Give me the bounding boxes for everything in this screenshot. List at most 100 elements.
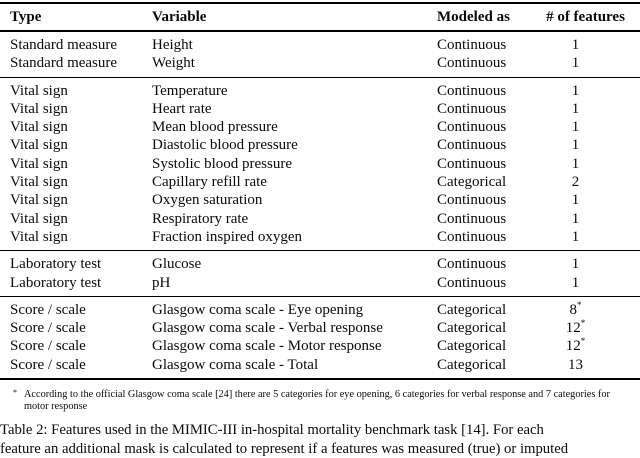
cell-modeled-as: Continuous (437, 155, 507, 172)
section-standard-measure: Standard measure Height Continuous 1 Sta… (0, 31, 640, 77)
cell-num-features: 1 (537, 210, 640, 228)
cell-modeled-as: Continuous (437, 256, 507, 273)
cell-modeled-as: Continuous (437, 37, 507, 53)
cell-type: Standard measure (10, 55, 118, 72)
cell-num-features: 2 (537, 173, 640, 191)
num-features-value: 1 (571, 100, 580, 117)
table-row: Score / scale Glasgow coma scale - Total… (0, 356, 640, 379)
cell-type: Laboratory test (10, 256, 102, 273)
table-row: Laboratory test pH Continuous 1 (0, 274, 640, 297)
footnote-asterisk: * (13, 388, 17, 398)
table-row: Score / scale Glasgow coma scale - Motor… (0, 337, 640, 355)
cell-variable: Weight (152, 55, 195, 72)
cell-num-features: 1 (537, 118, 640, 136)
cell-num-features: 13 (537, 356, 640, 379)
cell-type: Vital sign (10, 100, 68, 117)
table-caption: Table 2: Features used in the MIMIC-III … (0, 421, 640, 458)
table-row: Standard measure Weight Continuous 1 (0, 54, 640, 77)
table-row: Vital sign Systolic blood pressure Conti… (0, 155, 640, 173)
num-features-value: 8 (569, 301, 578, 318)
num-features-value: 2 (571, 174, 580, 191)
cell-modeled-as: Continuous (437, 55, 507, 72)
num-features-value: 13 (568, 356, 583, 373)
features-table: Type Variable Modeled as # of features S… (0, 2, 640, 381)
cell-modeled-as: Categorical (437, 174, 507, 191)
col-header-variable: Variable (152, 3, 437, 32)
cell-variable: Capillary refill rate (152, 174, 267, 191)
table-row: Vital sign Heart rate Continuous 1 (0, 100, 640, 118)
footnote-marker: * (580, 336, 586, 347)
cell-variable: Diastolic blood pressure (152, 137, 298, 154)
num-features-value: 1 (571, 37, 580, 53)
caption-line-1: Table 2: Features used in the MIMIC-III … (0, 422, 544, 439)
num-features-value: 1 (571, 119, 580, 136)
section-laboratory-test: Laboratory test Glucose Continuous 1 Lab… (0, 250, 640, 297)
cell-variable: Heart rate (152, 100, 212, 117)
num-features-value: 12 (565, 338, 581, 355)
num-features-value: 1 (571, 55, 580, 72)
caption-line-2: feature an additional mask is calculated… (0, 440, 569, 457)
num-features-value: 1 (571, 137, 580, 154)
cell-variable: Respiratory rate (152, 210, 249, 227)
footnote-marker: * (580, 318, 586, 329)
table-row: Score / scale Glasgow coma scale - Eye o… (0, 296, 640, 319)
num-features-value: 12 (565, 320, 581, 337)
cell-type: Laboratory test (10, 274, 102, 291)
cell-num-features: 1 (537, 274, 640, 297)
cell-num-features: 1 (537, 54, 640, 77)
num-features-value: 1 (571, 210, 580, 227)
cell-modeled-as: Continuous (437, 119, 507, 136)
cell-modeled-as: Continuous (437, 210, 507, 227)
cell-num-features: 1 (537, 136, 640, 154)
cell-type: Standard measure (10, 37, 118, 53)
cell-modeled-as: Continuous (437, 137, 507, 154)
cell-variable: Glasgow coma scale - Total (152, 356, 319, 373)
table-row: Standard measure Height Continuous 1 (0, 31, 640, 54)
cell-type: Vital sign (10, 174, 68, 191)
num-features-value: 1 (571, 228, 580, 245)
cell-type: Vital sign (10, 155, 68, 172)
cell-num-features: 12* (537, 319, 640, 337)
num-features-value: 1 (571, 256, 580, 273)
cell-variable: Fraction inspired oxygen (152, 228, 302, 245)
cell-num-features: 8* (537, 296, 640, 319)
num-features-value: 1 (571, 155, 580, 172)
cell-type: Vital sign (10, 210, 68, 227)
footnote-line-1: According to the official Glasgow coma s… (24, 389, 552, 401)
num-features-value: 1 (571, 274, 580, 291)
table-row: Vital sign Mean blood pressure Continuou… (0, 118, 640, 136)
cell-type: Score / scale (10, 320, 86, 337)
cell-num-features: 1 (537, 100, 640, 118)
cell-modeled-as: Continuous (437, 100, 507, 117)
cell-num-features: 1 (537, 31, 640, 54)
cell-type: Score / scale (10, 338, 86, 355)
table-header: Type Variable Modeled as # of features (0, 3, 640, 32)
table-row: Vital sign Temperature Continuous 1 (0, 77, 640, 100)
table-row: Laboratory test Glucose Continuous 1 (0, 251, 640, 274)
col-header-modeled-as: Modeled as (437, 3, 537, 32)
cell-num-features: 1 (537, 191, 640, 209)
table-row: Vital sign Capillary refill rate Categor… (0, 173, 640, 191)
cell-type: Score / scale (10, 301, 86, 318)
cell-num-features: 1 (537, 251, 640, 274)
cell-type: Vital sign (10, 228, 68, 245)
cell-modeled-as: Continuous (437, 82, 507, 99)
cell-variable: pH (152, 274, 171, 291)
cell-modeled-as: Categorical (437, 301, 507, 318)
cell-variable: Systolic blood pressure (152, 155, 292, 172)
table-row: Vital sign Diastolic blood pressure Cont… (0, 136, 640, 154)
cell-num-features: 1 (537, 77, 640, 100)
col-header-num-features: # of features (537, 3, 640, 32)
table-row: Vital sign Respiratory rate Continuous 1 (0, 210, 640, 228)
footnote-marker: * (577, 299, 582, 310)
cell-num-features: 12* (537, 337, 640, 355)
table-footnote: * According to the official Glasgow coma… (0, 389, 640, 412)
table-row: Vital sign Fraction inspired oxygen Cont… (0, 228, 640, 251)
footnote-text: According to the official Glasgow coma s… (24, 389, 631, 412)
section-vital-sign: Vital sign Temperature Continuous 1 Vita… (0, 77, 640, 251)
cell-num-features: 1 (537, 228, 640, 251)
cell-type: Vital sign (10, 119, 68, 136)
footnote-line-2: categories for motor response (24, 389, 610, 412)
cell-variable: Glasgow coma scale - Verbal response (152, 320, 383, 337)
cell-type: Score / scale (10, 356, 86, 373)
